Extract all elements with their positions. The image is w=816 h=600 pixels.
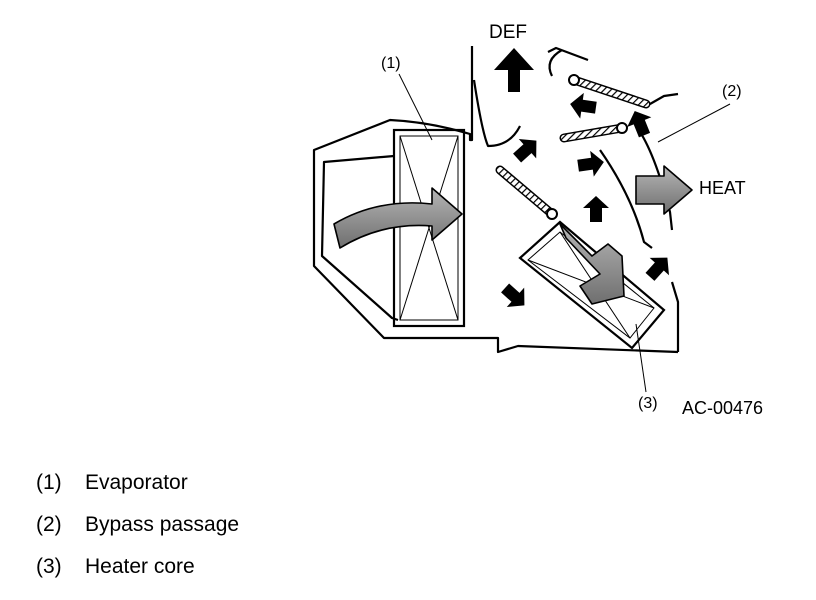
black-airflow-arrows bbox=[494, 48, 669, 307]
air-mix-door bbox=[495, 165, 558, 220]
evaporator-callout-label: (1) bbox=[381, 55, 401, 72]
flow-arrow bbox=[583, 196, 609, 222]
air-mix-door-hatch bbox=[497, 167, 555, 217]
def-door-lower-hatch bbox=[561, 125, 625, 141]
heater-core-frame bbox=[518, 220, 666, 350]
heat-outlet-arrow bbox=[635, 165, 693, 215]
bypass-callout-label: (2) bbox=[722, 83, 742, 100]
air-mix-door-pivot bbox=[546, 208, 558, 220]
legend-number: (1) bbox=[36, 471, 62, 494]
def-door-upper-pivot bbox=[568, 74, 580, 86]
def-door-lower-pivot bbox=[616, 122, 628, 134]
legend-number: (2) bbox=[36, 513, 62, 536]
heat-duct-upper-lip bbox=[649, 92, 679, 105]
flow-arrow bbox=[627, 111, 652, 138]
intake-housing-outline bbox=[312, 46, 679, 354]
def-inner-baffle bbox=[547, 46, 589, 62]
leader-lines bbox=[398, 73, 731, 393]
inlet-airflow-arrow bbox=[333, 187, 463, 249]
def-outlet-label: DEF bbox=[489, 22, 527, 43]
evaporator-diagonal-2 bbox=[399, 135, 459, 321]
flow-arrow bbox=[570, 92, 597, 119]
flow-arrow bbox=[501, 283, 525, 307]
def-door-upper-hatch bbox=[571, 77, 649, 107]
evaporator-inner-frame bbox=[399, 135, 459, 321]
bypass-leader-line bbox=[657, 103, 731, 143]
flow-arrow bbox=[513, 139, 537, 163]
legend-text: Evaporator bbox=[85, 471, 188, 494]
heat-outlet-label: HEAT bbox=[699, 178, 746, 198]
legend-number: (3) bbox=[36, 555, 62, 578]
def-outlet-right-wall bbox=[548, 49, 563, 77]
evaporator-leader-line bbox=[398, 73, 433, 141]
legend-text: Heater core bbox=[85, 555, 195, 578]
heater-core-leader-line bbox=[635, 323, 647, 393]
evaporator bbox=[392, 128, 466, 328]
flow-arrow bbox=[577, 150, 604, 177]
def-door-lower bbox=[559, 122, 628, 143]
flow-arrow bbox=[645, 257, 669, 281]
bypass-inner-wall bbox=[599, 149, 653, 249]
heater-core-callout-label: (3) bbox=[638, 395, 658, 412]
def-door-upper bbox=[568, 74, 651, 109]
rear-housing-outline bbox=[670, 281, 680, 352]
def-outlet-arrow bbox=[494, 48, 534, 92]
figure-code-label: AC-00476 bbox=[682, 398, 763, 418]
def-outlet-wall bbox=[472, 79, 521, 148]
legend-text: Bypass passage bbox=[85, 513, 240, 536]
heater-core-flow-arrow bbox=[559, 223, 625, 305]
